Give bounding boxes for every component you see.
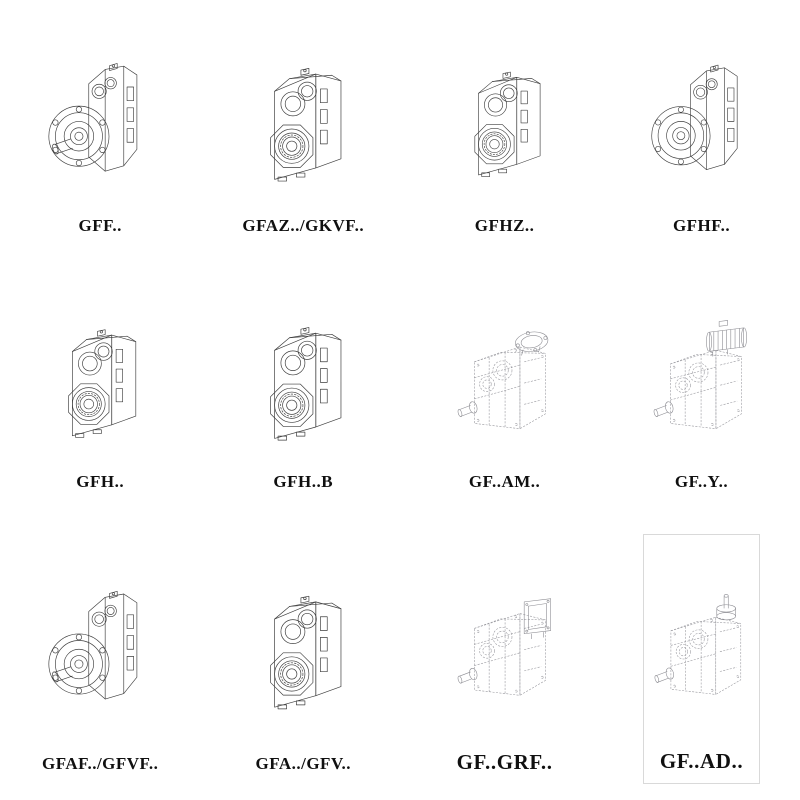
gearbox-flange-hollow-drawing (645, 22, 758, 215)
product-label: GFHF.. (672, 216, 731, 236)
gearbox-line-art (452, 24, 558, 213)
product-cell-gfaf-gfvf: GFAF../GFVF.. (40, 534, 160, 784)
gearbox-line-art (648, 286, 754, 470)
product-cell-gf-ad: GF..AD.. (643, 534, 760, 784)
gearbox-line-art (452, 542, 558, 747)
product-cell-gfa-gfv: GFA../GFV.. (240, 534, 366, 784)
gearbox-line-art (45, 286, 154, 470)
product-label: GF..AM.. (468, 472, 541, 492)
gearbox-line-art (246, 542, 360, 751)
product-label: GFH..B (273, 472, 334, 492)
product-label: GFH.. (76, 472, 125, 492)
product-label: GFF.. (78, 216, 122, 236)
product-label: GFHZ.. (474, 216, 535, 236)
product-cell-gfhf: GFHF.. (643, 16, 760, 246)
gearbox-angled-drawing (242, 284, 364, 471)
gearbox-angled-drawing (448, 22, 561, 215)
gearbox-angled-drawing (242, 22, 364, 215)
product-cell-gfhz: GFHZ.. (446, 16, 563, 246)
gearbox-line-art (648, 24, 754, 213)
gearbox-line-art (246, 24, 360, 213)
gearbox-line-art (45, 24, 154, 213)
gearbox-line-art (246, 286, 360, 470)
gearbox-line-art (45, 542, 154, 751)
gearbox-phantom-adapter-drawing (448, 540, 561, 749)
gearbox-angled-drawing (42, 284, 158, 471)
product-cell-gfaz-gkvf: GFAZ../GKVF.. (240, 16, 366, 246)
gearbox-angled-drawing (242, 540, 364, 753)
gearbox-line-art (452, 286, 558, 470)
product-cell-gfh-b: GFH..B (240, 278, 366, 502)
gearbox-line-art (649, 543, 753, 746)
product-label: GFAZ../GKVF.. (242, 216, 365, 236)
product-label: GFA../GFV.. (255, 754, 352, 774)
product-cell-gf-grf: GF..GRF.. (446, 534, 563, 784)
gearbox-flange-shaft-drawing (42, 22, 158, 215)
product-cell-gf-am: GF..AM.. (446, 278, 563, 502)
product-cell-gff: GFF.. (40, 16, 160, 246)
product-label: GF..Y.. (674, 472, 729, 492)
gearbox-phantom-input-shaft-drawing (646, 541, 757, 748)
gearbox-phantom-flange-drawing (448, 284, 561, 471)
gearbox-phantom-motor-drawing (645, 284, 758, 471)
product-label: GFAF../GFVF.. (42, 754, 159, 774)
product-cell-gf-y: GF..Y.. (643, 278, 760, 502)
product-label: GF..GRF.. (456, 749, 553, 774)
gearbox-flange-shaft-drawing (42, 540, 158, 753)
product-label: GF..AD.. (659, 748, 744, 773)
product-cell-gfh: GFH.. (40, 278, 160, 502)
